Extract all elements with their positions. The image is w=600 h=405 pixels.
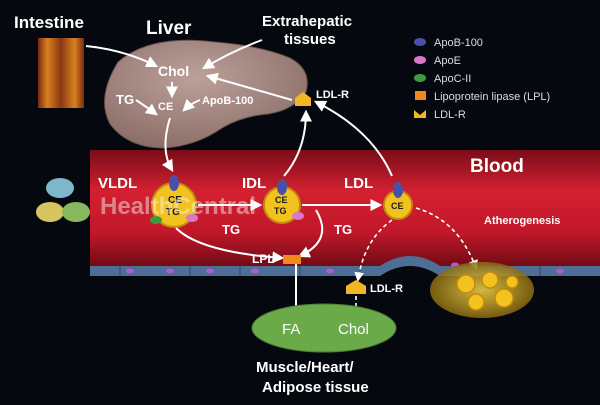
arrow-ldlr-to-chol (205, 72, 293, 101)
ldlr-liver-label: LDL-R (316, 89, 349, 101)
intestine-label: Intestine (14, 13, 84, 32)
ldl-apob100-icon (393, 182, 403, 198)
idl-core-tg: TG (274, 206, 287, 216)
liver-arrows (85, 39, 393, 177)
vldl-apob100-icon (169, 175, 179, 191)
ldl-core-ce: CE (391, 201, 404, 211)
vldl-particle: CE TG (150, 175, 198, 228)
ldl-particle: CE (383, 182, 413, 220)
vldl-apoc2-icon (150, 216, 162, 224)
atherogenesis-plaque (430, 262, 534, 318)
arrow-ce-to-vldl (161, 117, 174, 173)
liver-label: Liver (146, 18, 192, 39)
blood-arrows (175, 199, 383, 321)
ldl-receptor-tissue-icon (346, 280, 366, 294)
idl-particle: CE TG (263, 179, 304, 224)
chol-liver-label: Chol (158, 63, 189, 79)
liver-shape (104, 39, 308, 149)
legend-label: ApoB-100 (434, 37, 483, 49)
arrow-idl-tg-to-lpl (297, 209, 324, 258)
ldl-label: LDL (344, 175, 373, 192)
arrow-ldl-to-ldlr-tissue (354, 219, 393, 282)
tissue-caption-line-2: Adipose tissue (262, 379, 369, 396)
tissue-shape (251, 303, 397, 353)
arrow-intestine-to-chol (85, 45, 159, 68)
vldl-apoe-icon (186, 214, 198, 222)
apob100-liver-label: ApoB-100 (202, 95, 253, 107)
legend-swatch-icon (414, 38, 426, 46)
watermark-logo: HealthCentral (36, 178, 256, 222)
lpl-icon (283, 255, 301, 264)
blood-label: Blood (470, 156, 524, 177)
blood-vessel (90, 150, 600, 268)
legend-swatch-icon (414, 56, 426, 64)
legend-item: LDL-R (414, 109, 466, 121)
arrow-ldl-to-atherogenesis (415, 207, 478, 270)
tissue-caption: Muscle/Heart/ Adipose tissue (256, 359, 369, 396)
watermark-text: HealthCentral (100, 193, 256, 220)
idl-apoe-icon (292, 212, 304, 220)
legend-swatch-icon (414, 110, 426, 118)
legend-label: Lipoprotein lipase (LPL) (434, 91, 550, 103)
legend-item: ApoE (414, 55, 461, 67)
extrahepatic-line-1: Extrahepatic (262, 13, 352, 30)
chol-tissue-label: Chol (338, 321, 369, 338)
intestine-graphic (38, 38, 84, 108)
ldl-receptor-liver-icon (295, 92, 311, 106)
idl-label: IDL (242, 175, 266, 192)
legend-label: ApoC-II (434, 73, 471, 85)
arrow-ldl-to-liver (313, 100, 393, 177)
lpl-label: LPL (252, 252, 275, 266)
watermark-leaf-icon (36, 178, 90, 222)
arrow-vldl-tg-to-lpl (175, 227, 285, 264)
legend-swatch-icon (415, 91, 426, 100)
legend-item: ApoC-II (414, 73, 471, 85)
arrow-extrahepatic-to-chol (201, 39, 263, 70)
tissue-caption-line-1: Muscle/Heart/ (256, 359, 354, 376)
tg-label-2: TG (334, 222, 352, 237)
legend-label: ApoE (434, 55, 461, 67)
arrow-tg-to-ce (135, 99, 158, 116)
idl-apob100-icon (277, 179, 287, 195)
legend-item: ApoB-100 (414, 37, 483, 49)
tg-liver-label: TG (116, 92, 134, 107)
arrow-apob-to-ce (182, 98, 201, 112)
ldlr-tissue-label: LDL-R (370, 283, 403, 295)
legend-label: LDL-R (434, 109, 466, 121)
ce-liver-label: CE (158, 101, 173, 113)
legend-swatch-icon (414, 74, 426, 82)
extrahepatic-line-2: tissues (284, 31, 336, 48)
vldl-label: VLDL (98, 175, 137, 192)
vldl-core-ce: CE (168, 195, 182, 206)
extrahepatic-label: Extrahepatic tissues (262, 13, 356, 48)
fa-label: FA (282, 321, 300, 338)
vldl-core-tg: TG (166, 207, 180, 218)
atherogenesis-label: Atherogenesis (484, 215, 560, 227)
legend-item: Lipoprotein lipase (LPL) (415, 91, 550, 103)
arrow-idl-to-liver (283, 109, 312, 177)
idl-core-ce: CE (275, 195, 288, 205)
tg-label-1: TG (222, 222, 240, 237)
